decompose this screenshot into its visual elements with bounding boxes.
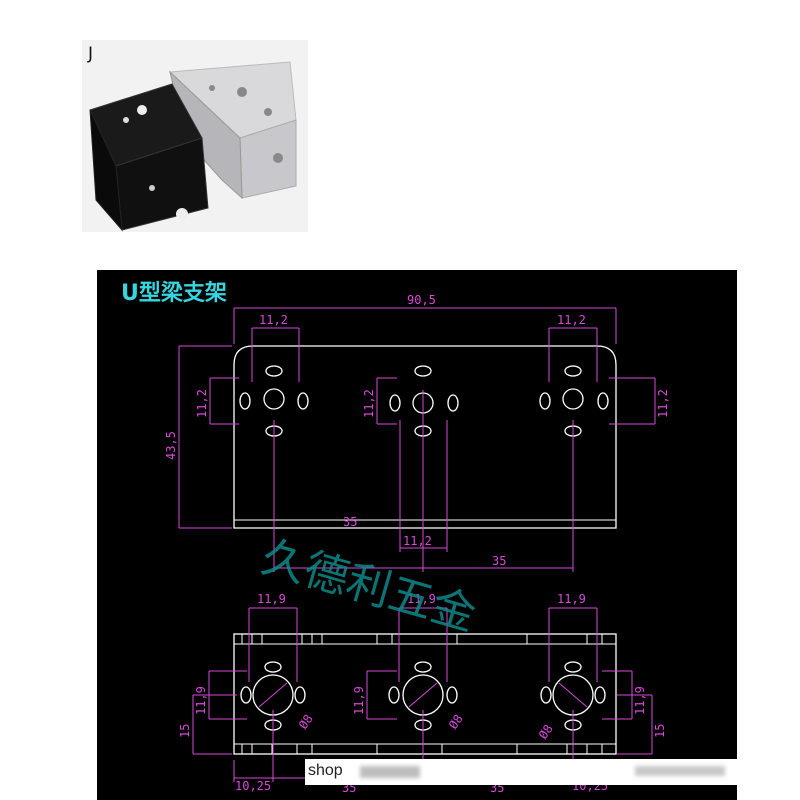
- shop-text: shop: [308, 762, 343, 779]
- top-hole-group-right: [539, 365, 609, 437]
- dim-right-side-spacing: 11,2: [656, 389, 670, 418]
- dim-bottom-right-side: 11,9: [633, 686, 647, 715]
- dim-diameter-right: Ø8: [536, 722, 556, 742]
- dim-overall-width: 90,5: [407, 293, 436, 307]
- blurred-shop-url: [360, 766, 420, 778]
- dim-left-offset: 15: [178, 724, 192, 738]
- dim-left-side-spacing: 11,2: [195, 389, 209, 418]
- technical-drawing: U型梁支架: [97, 270, 737, 800]
- blurred-shop-id: [635, 766, 725, 776]
- dim-center-spacing-left: 35: [343, 515, 357, 529]
- bottom-view-outline: [233, 633, 617, 755]
- drawing-title: U型梁支架: [121, 280, 227, 306]
- dim-bottom-center-side: 11,9: [352, 686, 366, 715]
- product-photo: J: [82, 40, 308, 232]
- dim-height: 43,5: [164, 431, 178, 460]
- dim-bottom-spacing: 11,2: [403, 534, 432, 548]
- dim-right-offset: 15: [653, 724, 667, 738]
- dim-bottom-left-spacing: 11,9: [257, 592, 286, 606]
- dim-center-spacing-right: 35: [492, 554, 506, 568]
- watermark: 久德利五金: [256, 532, 482, 642]
- dim-top-left-spacing: 11,2: [259, 313, 288, 327]
- dim-bottom-left-side: 11,9: [194, 686, 208, 715]
- dim-diameter-left: Ø8: [296, 712, 316, 732]
- dim-center-side-spacing: 11,2: [362, 389, 376, 418]
- dim-left-edge: 10,25: [235, 779, 271, 793]
- dim-bottom-right-spacing: 11,9: [557, 592, 586, 606]
- top-dimension-lines: [178, 307, 656, 572]
- dim-bottom-center-spacing: 11,9: [407, 592, 436, 606]
- dim-diameter-center: Ø8: [446, 712, 466, 732]
- photo-label: J: [88, 44, 94, 64]
- bottom-view-teeth: [241, 634, 603, 754]
- shop-footer: shop: [305, 759, 737, 785]
- bracket-illustration: [89, 61, 297, 232]
- dim-top-right-spacing: 11,2: [557, 313, 586, 327]
- top-view-outline: [233, 345, 617, 529]
